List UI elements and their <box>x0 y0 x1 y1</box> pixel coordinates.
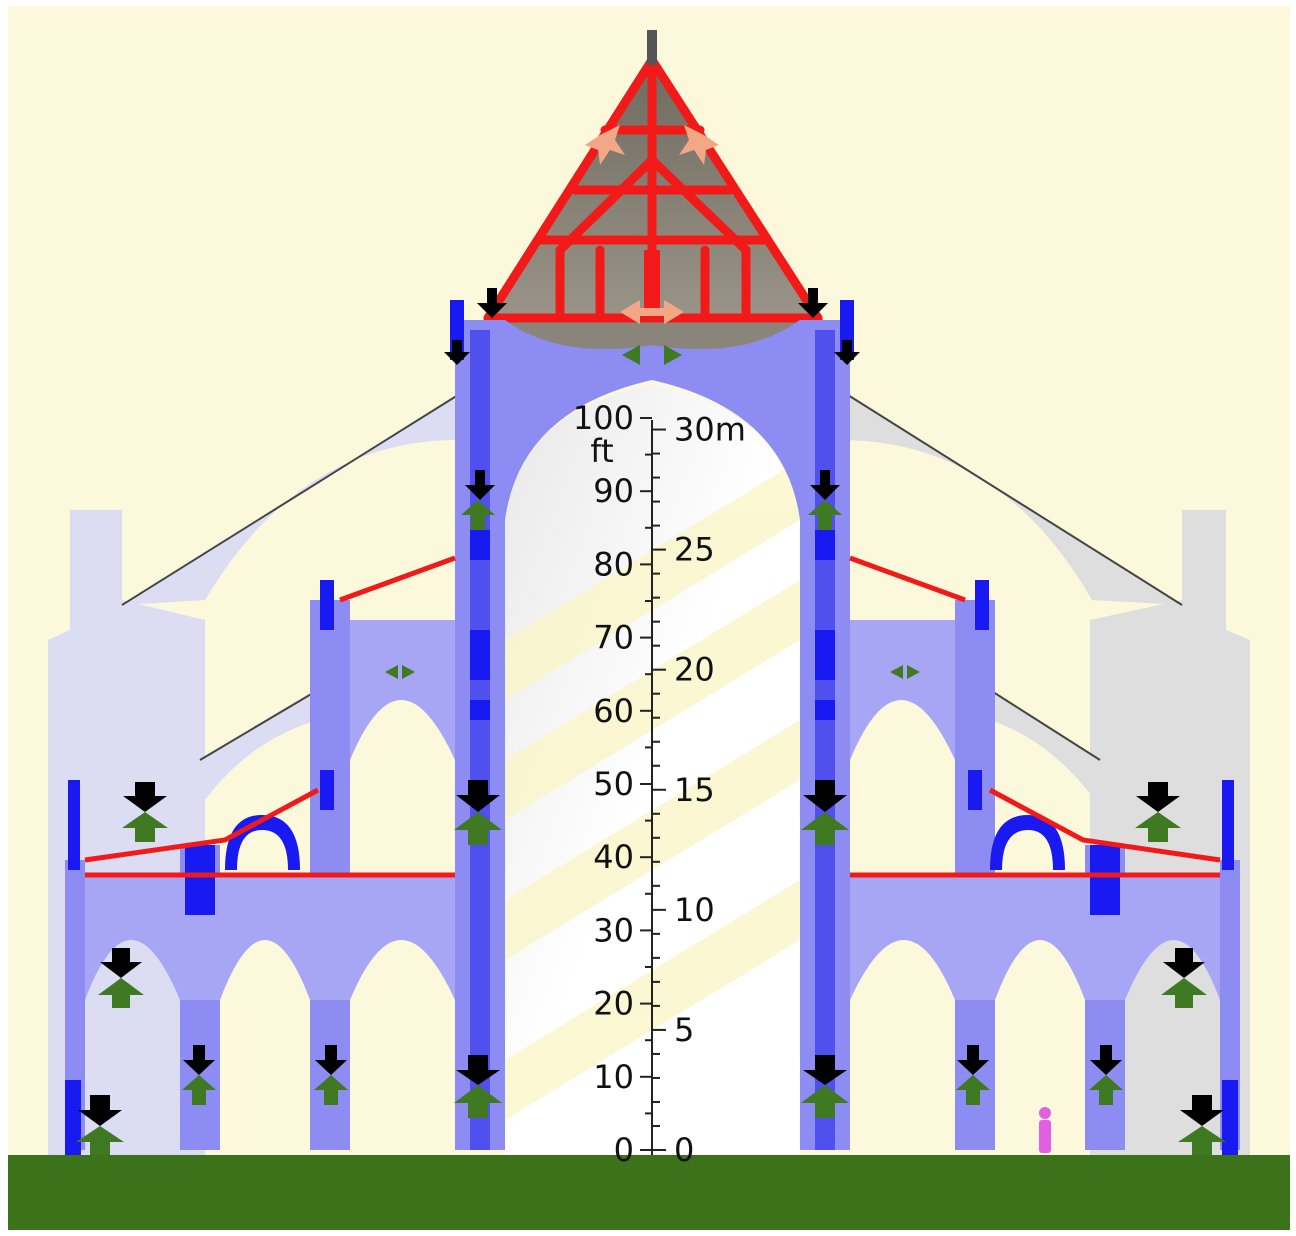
right-gallery-arch <box>990 815 1065 870</box>
structural-blocks <box>65 530 1238 1160</box>
feet-tick-label: 40 <box>593 838 634 876</box>
left-upper-aisle-vault <box>350 620 455 760</box>
ground <box>8 1155 1290 1230</box>
left-lower-flyer-edge <box>199 689 319 761</box>
left-aisle-vaults <box>85 875 455 1000</box>
meter-tick-label: 30m <box>674 411 746 449</box>
left-main-pier-core <box>470 330 490 1150</box>
right-main-pier-core <box>815 330 835 1150</box>
person-figure <box>1039 1107 1051 1153</box>
feet-tick-label: 50 <box>593 765 634 803</box>
feet-tick-label: 90 <box>593 472 634 510</box>
height-scale: 0 10 20 30 40 50 60 70 80 90 100 0 5 10 15 20 25 30m ft <box>573 399 746 1169</box>
meter-tick-label: 25 <box>674 531 715 569</box>
feet-tick-label: 70 <box>593 619 634 657</box>
left-outer-wall <box>65 860 85 1150</box>
meter-tick-label: 5 <box>674 1011 694 1049</box>
feet-tick-label: 80 <box>593 545 634 583</box>
thrust-arrows <box>585 125 719 324</box>
right-buttress-tower <box>1090 510 1250 1160</box>
masonry-structure <box>65 300 1240 1160</box>
feet-unit-label: ft <box>590 432 613 470</box>
meter-ticks: 0 5 10 15 20 25 30m <box>652 411 746 1169</box>
right-upper-aisle-vault <box>850 620 955 760</box>
right-upper-flyer-edge <box>839 389 1183 606</box>
feet-ticks: 0 10 20 30 40 50 60 70 80 90 100 <box>573 399 652 1169</box>
feet-tick-label: 30 <box>593 911 634 949</box>
flying-buttresses <box>48 389 1250 1160</box>
right-aisle-vaults <box>850 875 1220 1000</box>
horizontal-thrust-arrows <box>385 345 920 679</box>
meter-tick-label: 20 <box>674 651 715 689</box>
left-upper-flyer-edge <box>121 394 459 606</box>
force-arrows <box>76 125 1226 1155</box>
right-lower-flying-buttress <box>990 690 1100 800</box>
feet-tick-label: 20 <box>593 985 634 1023</box>
up-arrows <box>76 500 1226 1155</box>
right-outer-wall <box>1220 860 1240 1150</box>
right-lower-flyer-edge <box>989 689 1101 761</box>
high-vault <box>458 320 848 520</box>
down-arrows <box>78 288 1224 1126</box>
roof-finial <box>647 30 657 65</box>
feet-tick-label: 0 <box>614 1131 634 1169</box>
king-post <box>644 250 660 318</box>
feet-tick-label: 60 <box>593 692 634 730</box>
left-lower-flying-buttress <box>200 690 318 800</box>
meter-tick-label: 10 <box>674 891 715 929</box>
feet-tick-label: 100 <box>573 399 634 437</box>
left-buttress-tower <box>48 510 205 1160</box>
meter-tick-label: 15 <box>674 771 715 809</box>
meter-tick-label: 0 <box>674 1131 694 1169</box>
aisle-roof-timbers <box>84 555 1221 878</box>
feet-tick-label: 10 <box>593 1058 634 1096</box>
